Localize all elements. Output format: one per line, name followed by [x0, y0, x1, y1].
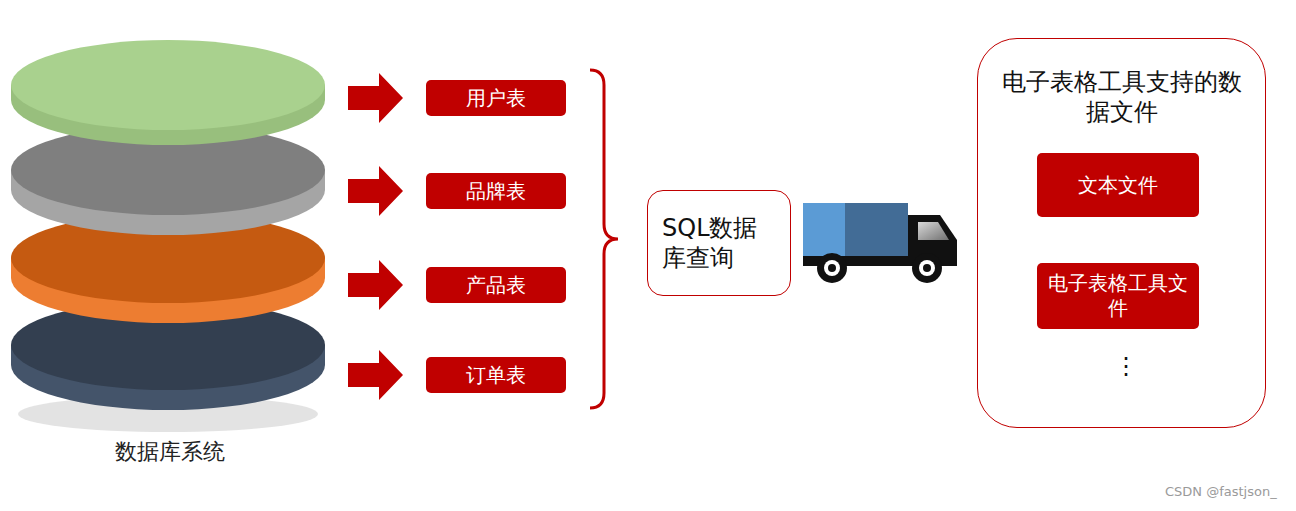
node-text: 电子表格工具支持的数据文件 [992, 67, 1251, 127]
block-arrow [348, 260, 403, 310]
node-text: 文本文件 [1078, 173, 1158, 198]
file-box: 文本文件 [1037, 153, 1199, 217]
node-text: SQL数据库查询 [662, 213, 776, 273]
node-text: 订单表 [466, 363, 526, 388]
database-stack [11, 40, 325, 432]
block-arrow [348, 166, 403, 216]
ellipsis-mark: ⋮ [1114, 352, 1138, 380]
block-arrow [348, 350, 403, 400]
node-text: 产品表 [466, 273, 526, 298]
brace [590, 70, 618, 408]
table-box: 订单表 [426, 357, 566, 393]
query-box: SQL数据库查询 [647, 190, 791, 296]
table-box: 品牌表 [426, 173, 566, 209]
node-text: 电子表格工具文件 [1047, 271, 1189, 321]
node-text: 品牌表 [466, 179, 526, 204]
truck-icon [803, 203, 957, 283]
block-arrow [348, 73, 403, 123]
database-stack: 数据库系统 [10, 40, 330, 465]
table-box: 产品表 [426, 267, 566, 303]
node-text: 用户表 [466, 86, 526, 111]
node-text: 数据库系统 [115, 438, 225, 466]
watermark: CSDN @fastjson_ [1165, 484, 1277, 499]
table-box: 用户表 [426, 80, 566, 116]
file-box: 电子表格工具文件 [1037, 263, 1199, 329]
